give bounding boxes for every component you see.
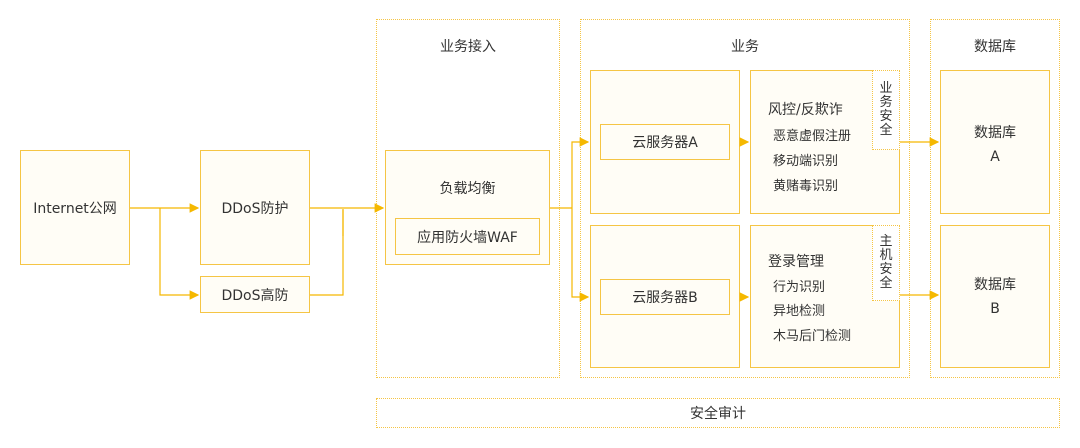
database-a-box — [940, 70, 1050, 214]
risk-item-2: 移动端识别 — [773, 154, 839, 169]
server-a-box: 云服务器A — [600, 124, 730, 160]
login-management-title: 登录管理 — [768, 254, 824, 270]
business-security-char-1: 业 — [879, 81, 893, 96]
group-access — [376, 19, 560, 378]
database-b-title: 数据库 — [974, 277, 1016, 293]
host-security-tag: 主 机 安 全 — [872, 225, 900, 301]
security-audit-bar: 安全审计 — [376, 398, 1060, 428]
group-access-title: 业务接入 — [440, 39, 496, 55]
business-security-char-3: 安 — [879, 109, 893, 124]
login-item-1: 行为识别 — [773, 280, 826, 295]
database-a-letter: A — [990, 149, 1000, 165]
risk-item-1: 恶意虚假注册 — [773, 129, 852, 144]
business-security-char-4: 全 — [879, 123, 893, 138]
database-b-box — [940, 225, 1050, 368]
login-item-3: 木马后门检测 — [773, 329, 852, 344]
database-b-letter: B — [990, 301, 1000, 317]
group-business — [580, 19, 910, 378]
load-balance-label: 负载均衡 — [439, 181, 496, 197]
line-ddos-high-up — [310, 210, 344, 296]
arrow-to-server-b — [571, 208, 590, 302]
ddos-protect-box: DDoS防护 — [200, 150, 310, 265]
arrow-to-server-a — [571, 137, 590, 208]
host-security-char-2: 机 — [879, 248, 893, 263]
database-a-title: 数据库 — [974, 125, 1016, 141]
login-item-2: 异地检测 — [773, 304, 826, 319]
arrow-internet-to-ddos-high — [159, 208, 200, 300]
host-security-char-1: 主 — [879, 234, 893, 249]
host-security-char-3: 安 — [879, 262, 893, 277]
waf-label: 应用防火墙WAF — [417, 229, 518, 246]
group-database-title: 数据库 — [974, 39, 1016, 55]
server-b-label: 云服务器B — [632, 290, 698, 306]
ddos-protect-label: DDoS防护 — [221, 200, 289, 217]
ddos-high-label: DDoS高防 — [221, 287, 289, 304]
security-audit-label: 安全审计 — [690, 406, 746, 422]
internet-box: Internet公网 — [20, 150, 130, 265]
waf-box: 应用防火墙WAF — [395, 218, 540, 255]
risk-item-3: 黄赌毒识别 — [773, 179, 839, 194]
group-business-title: 业务 — [731, 39, 759, 55]
internet-label: Internet公网 — [33, 200, 117, 217]
ddos-high-box: DDoS高防 — [200, 276, 310, 313]
server-b-box: 云服务器B — [600, 279, 730, 315]
risk-control-title: 风控/反欺诈 — [768, 102, 843, 118]
server-a-label: 云服务器A — [632, 135, 698, 151]
group-database — [930, 19, 1060, 378]
business-security-tag: 业 务 安 全 — [872, 70, 900, 150]
host-security-char-4: 全 — [879, 276, 893, 291]
business-security-char-2: 务 — [879, 95, 893, 110]
